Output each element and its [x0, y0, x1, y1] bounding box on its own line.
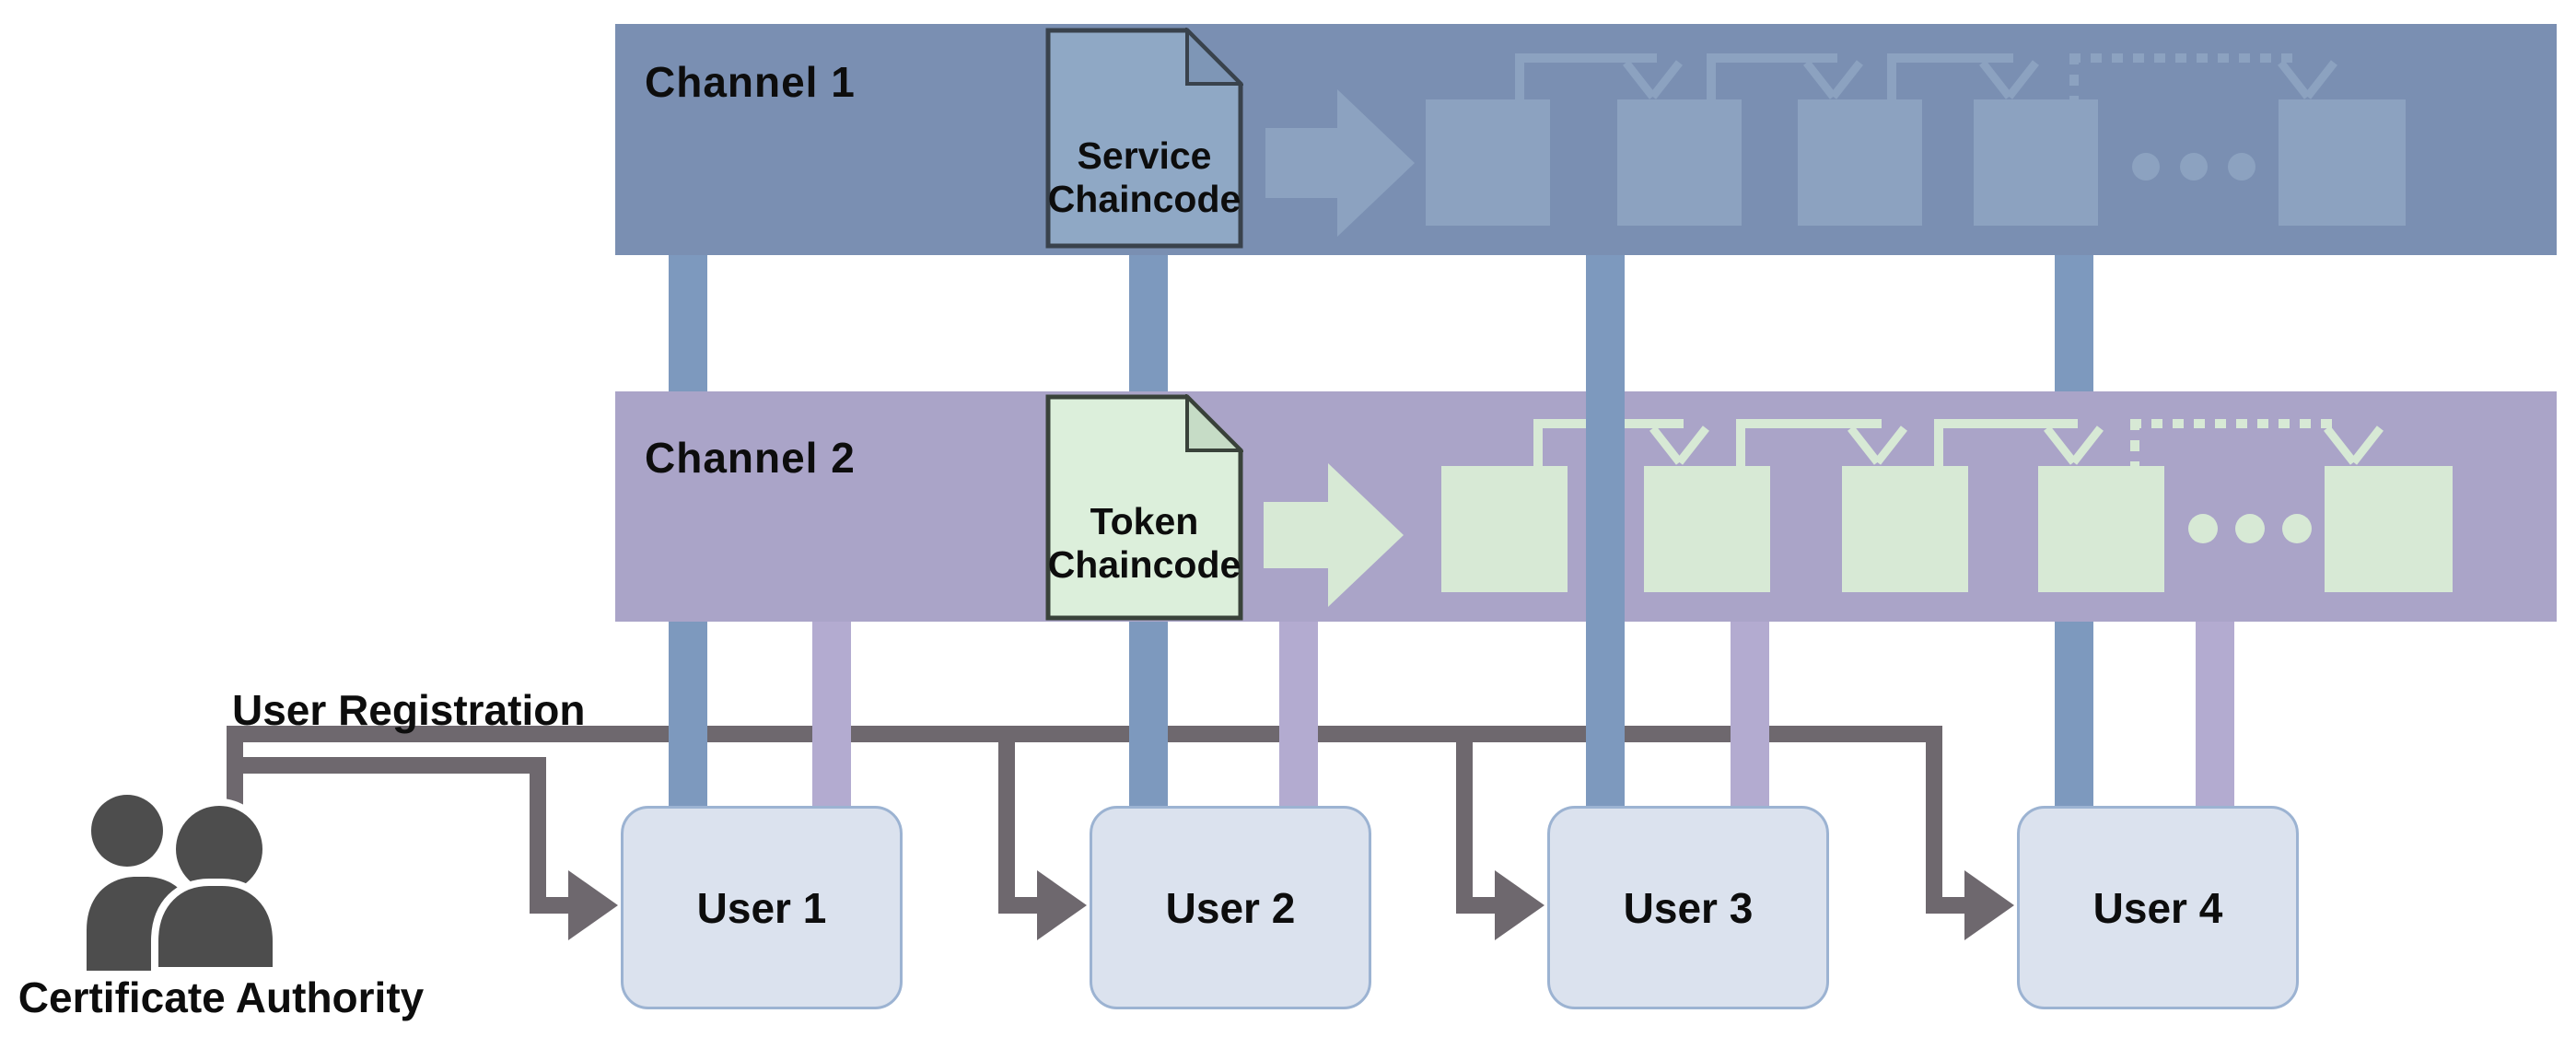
service-chaincode-document-icon [1045, 28, 1243, 249]
ellipsis-dot [2228, 153, 2255, 181]
elbow-horizontal [1707, 53, 1837, 63]
registration-trunk-line [227, 726, 1941, 742]
drop-line-user1 [530, 757, 546, 914]
drop-line-user4 [1926, 726, 1942, 914]
registration-branch-user1 [243, 757, 545, 774]
arrow-tail-user1 [530, 897, 576, 914]
user-4-box: User 4 [2017, 806, 2299, 1009]
elbow-horizontal [1515, 53, 1657, 63]
service-chaincode-label: Service Chaincode [1045, 134, 1243, 221]
dotted-elbow-horizontal [2130, 419, 2339, 428]
dotted-elbow-up-leg [2130, 419, 2139, 466]
elbow-horizontal [1934, 419, 2078, 428]
block [1644, 466, 1770, 592]
certificate-authority-icon [87, 795, 280, 973]
elbow-up-leg [1533, 419, 1543, 466]
elbow-up-leg [1934, 419, 1943, 466]
arrowhead-user4 [1964, 870, 2014, 940]
dotted-elbow-horizontal [2069, 53, 2293, 63]
block [2279, 99, 2406, 226]
block [1617, 99, 1742, 226]
user-2-box: User 2 [1090, 806, 1371, 1009]
elbow-up-leg [1707, 53, 1716, 99]
user-1-box: User 1 [621, 806, 903, 1009]
user-registration-label: User Registration [232, 686, 586, 734]
elbow-horizontal [1736, 419, 1882, 428]
block [1798, 99, 1922, 226]
channel2-connector-user2 [1279, 622, 1318, 806]
elbow-up-leg [1887, 53, 1896, 99]
user-4-label: User 4 [2092, 883, 2223, 932]
elbow-horizontal [1887, 53, 2013, 63]
drop-line-user3 [1456, 726, 1473, 914]
user-2-label: User 2 [1165, 883, 1296, 932]
token-chaincode-line1: Token [1090, 500, 1199, 542]
flow-arrow-head [1337, 89, 1415, 237]
block [1974, 99, 2098, 226]
block [2325, 466, 2453, 592]
flow-arrow-body [1264, 502, 1328, 568]
ellipsis-dot [2235, 514, 2265, 543]
block [1842, 466, 1968, 592]
block [1441, 466, 1568, 592]
ellipsis-dot [2282, 514, 2312, 543]
arrowhead-user2 [1037, 870, 1087, 940]
service-chaincode-line1: Service [1077, 134, 1212, 177]
ellipsis-dot [2188, 514, 2218, 543]
arrowhead-user3 [1495, 870, 1544, 940]
arrow-tail-user2 [998, 897, 1044, 914]
user-3-label: User 3 [1623, 883, 1754, 932]
arrow-tail-user3 [1456, 897, 1502, 914]
user-1-label: User 1 [696, 883, 827, 932]
flow-arrow-head [1328, 463, 1404, 607]
channel-2-label: Channel 2 [645, 434, 856, 482]
channel2-connector-user4 [2196, 622, 2234, 806]
ca-stub-line [227, 726, 243, 810]
channel1-connector-user3-overlay [1586, 255, 1625, 806]
block [2038, 466, 2164, 592]
elbow-up-leg [1515, 53, 1524, 99]
user-3-box: User 3 [1547, 806, 1829, 1009]
token-chaincode-document-icon [1045, 394, 1243, 621]
dotted-elbow-up-leg [2069, 53, 2079, 99]
flow-arrow-body [1265, 128, 1337, 198]
certificate-authority-label: Certificate Authority [17, 973, 425, 1021]
drop-line-user2 [998, 726, 1015, 914]
token-chaincode-line2: Chaincode [1047, 543, 1241, 586]
elbow-up-leg [1736, 419, 1745, 466]
channel2-connector-user3 [1731, 622, 1769, 806]
service-chaincode-line2: Chaincode [1047, 178, 1241, 220]
arrowhead-user1 [568, 870, 618, 940]
channel2-connector-user1 [812, 622, 851, 806]
block [1426, 99, 1550, 226]
ellipsis-dot [2180, 153, 2208, 181]
arrow-tail-user4 [1926, 897, 1972, 914]
token-chaincode-label: Token Chaincode [1045, 500, 1243, 587]
ellipsis-dot [2132, 153, 2160, 181]
channel-1-label: Channel 1 [645, 58, 856, 106]
